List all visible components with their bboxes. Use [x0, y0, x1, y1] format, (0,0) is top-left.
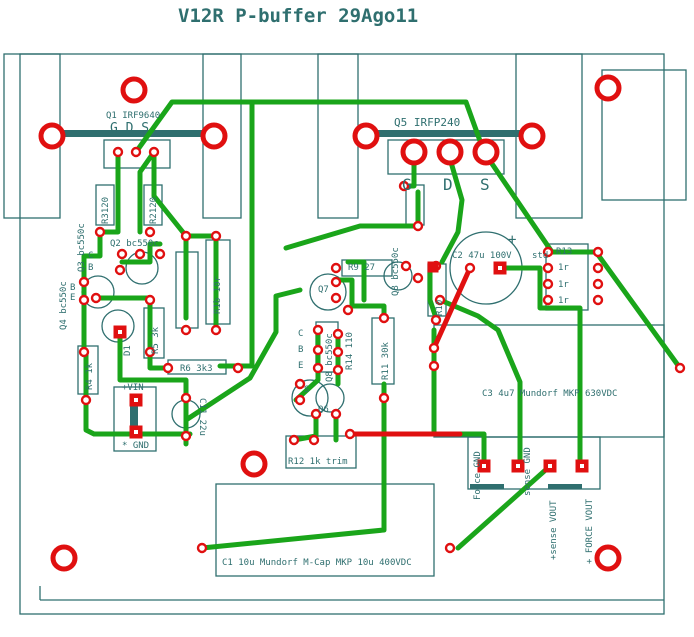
c1-label: C1 10u Mundorf M-Cap MKP 10u 400VDC [222, 558, 412, 568]
c3-label: C3 4u7 Mundorf MKP 630VDC [482, 389, 617, 399]
q5-pads [400, 138, 500, 166]
q5-drain-label: D [443, 175, 453, 194]
r13a-label: 1r [558, 263, 569, 273]
r13b-label: 1r [558, 280, 569, 290]
q5-tab [376, 130, 532, 137]
force-vout-label: + FORCE VOUT [585, 498, 595, 564]
component-pads [78, 146, 686, 554]
r9-label: R9 27 [348, 263, 375, 273]
q6-b-label: B [298, 345, 303, 355]
r4-label: R4 1k [85, 362, 95, 390]
board-outline [3, 53, 687, 615]
silkscreen-labels: Q1 IRF9640 G D S Q5 IRFP240 G D S R3120 … [59, 111, 617, 568]
q2-label: Q2 bc550c [110, 239, 159, 249]
c2-label: C2 47u 100V [452, 251, 512, 261]
q7-label: Q7 [318, 285, 329, 295]
q1-label: Q1 IRF9640 [106, 111, 160, 121]
q1-tab [60, 130, 220, 137]
r5-label: R5 3k [151, 326, 161, 354]
r6-label: R6 3k3 [180, 364, 213, 374]
r14-label: R14 110 [345, 332, 355, 370]
r13c-label: 1r [558, 296, 569, 306]
q8b-label: Q8 bc550c [325, 333, 335, 382]
q8-label: Q8 bc550c [391, 247, 401, 296]
vin-plus-label: +VIN [122, 383, 144, 393]
std-label: std [532, 251, 548, 261]
q4-b-label: B [70, 283, 75, 293]
c11-label: C11 22u [197, 398, 207, 436]
board-title: V12R P-buffer 29Ago11 [178, 5, 418, 27]
force-gnd-bar [470, 484, 504, 489]
q4-e-label: E [70, 293, 75, 303]
d1-label: D1 [123, 345, 133, 356]
q1-pins-label: G D S [110, 121, 149, 136]
q4-label: Q4 bc550c [59, 281, 69, 330]
r13-label: R13 [556, 247, 572, 257]
q6-s-label: S [304, 385, 309, 395]
sense-gnd-label: sense GND [523, 447, 533, 496]
r3-label: R3120 [101, 197, 111, 224]
q6-label: Q6 [318, 405, 329, 415]
q5-label: Q5 IRFP240 [394, 116, 460, 129]
q3-label: Q3 bc550c [77, 223, 87, 272]
gnd-label: * GND [122, 441, 149, 451]
c11-bar [130, 398, 138, 438]
sense-vout-label: +sense VOUT [549, 500, 559, 560]
q5-source-label: S [480, 175, 490, 194]
mounting-holes [38, 74, 622, 572]
square-pads [113, 261, 589, 473]
r11-label: R11 30k [381, 341, 391, 380]
red-traces [349, 265, 473, 437]
force-vout-bar [548, 484, 582, 489]
r1b-label: R1b 10r [213, 275, 223, 314]
c2-plus-label: + [508, 232, 516, 248]
q5-gate-label: G [402, 175, 412, 194]
r10-label: R10 [435, 300, 445, 316]
copper-traces [81, 99, 683, 551]
q3-c-label: C [88, 251, 93, 261]
r12-label: R12 1k trim [288, 457, 348, 467]
force-gnd-label: Force GND [473, 451, 483, 500]
r2-label: R2120 [149, 197, 159, 224]
q6-e-label: E [298, 361, 303, 371]
q6-c-label: C [298, 329, 303, 339]
q3-b-label: B [88, 263, 93, 273]
